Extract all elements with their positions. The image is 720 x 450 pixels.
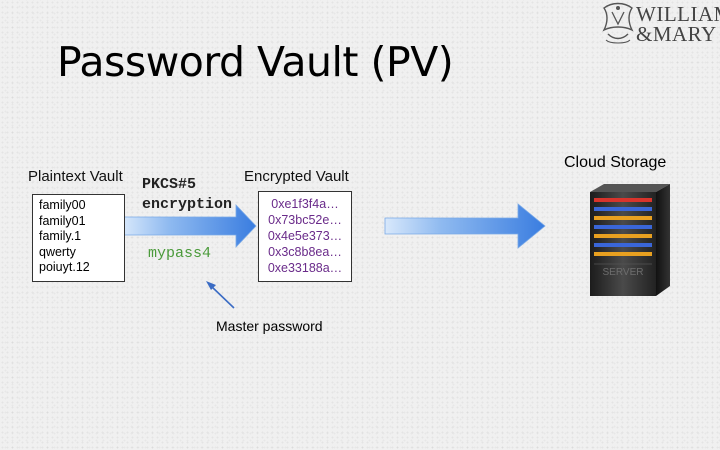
master-password-pointer bbox=[206, 281, 235, 309]
plaintext-entry: qwerty bbox=[39, 244, 76, 259]
university-logo: WILLIAM &MARY bbox=[598, 0, 720, 48]
encrypted-vault-heading: Encrypted Vault bbox=[244, 168, 349, 185]
master-password-value: mypass4 bbox=[148, 245, 212, 262]
logo-line-2: &MARY bbox=[636, 22, 717, 46]
cloud-storage-heading: Cloud Storage bbox=[564, 154, 667, 171]
plaintext-entry: poiuyt.12 bbox=[39, 260, 90, 274]
ciphertext-entry: 0xe33188a… bbox=[267, 261, 343, 275]
encrypted-vault-box: 0xe1f3f4a… 0x73bc52e… 0x4e5e373… 0x3c8b8… bbox=[258, 191, 352, 282]
ciphertext-entry: 0x73bc52e… bbox=[268, 213, 342, 227]
plaintext-entry: family01 bbox=[39, 213, 86, 228]
ciphertext-entry: 0x4e5e373… bbox=[267, 229, 343, 243]
server-label: SERVER bbox=[603, 267, 644, 278]
plaintext-vault-heading: Plaintext Vault bbox=[28, 168, 123, 185]
plaintext-entry: family.1 bbox=[39, 229, 82, 243]
encryption-scheme: PKCS#5 bbox=[142, 176, 197, 193]
arrow-encrypted-to-cloud bbox=[384, 203, 546, 249]
crest-icon bbox=[602, 2, 634, 44]
plaintext-entry: family00 bbox=[39, 198, 86, 212]
slide-title: Password Vault (PV) bbox=[57, 38, 454, 86]
logo-line-1: WILLIAM bbox=[636, 2, 720, 26]
server-icon: SERVER bbox=[590, 184, 670, 296]
ciphertext-entry: 0x3c8b8ea… bbox=[268, 245, 342, 259]
arrow-plaintext-to-encrypted bbox=[121, 204, 257, 248]
master-password-label: Master password bbox=[216, 318, 323, 334]
ciphertext-entry: 0xe1f3f4a… bbox=[271, 197, 339, 211]
encryption-label: encryption bbox=[142, 196, 233, 213]
plaintext-vault-box: family00 family01 family.1 qwerty poiuyt… bbox=[32, 194, 125, 282]
